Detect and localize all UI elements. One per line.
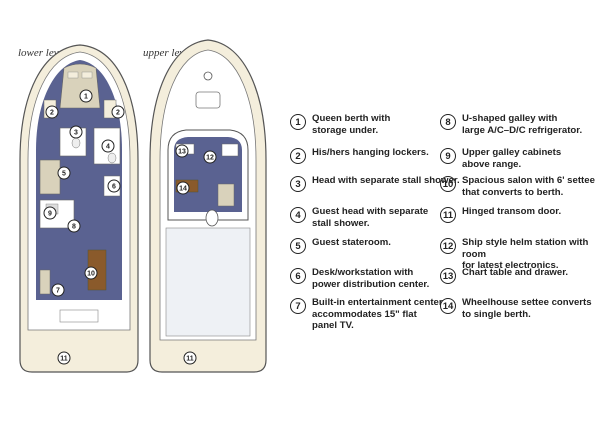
callout-circle bbox=[101, 139, 115, 153]
callout-circle bbox=[67, 219, 81, 233]
callout-circle bbox=[51, 283, 65, 297]
legend-text: His/hers hanging lockers. bbox=[312, 147, 429, 158]
callout-number: 7 bbox=[56, 288, 60, 295]
callout-number: 1 bbox=[84, 94, 88, 101]
legend-number: 10 bbox=[440, 176, 456, 192]
helm-station bbox=[221, 143, 239, 157]
legend-item: 13 Chart table and drawer. bbox=[440, 267, 568, 284]
callout-circle bbox=[107, 179, 121, 193]
callout-number: 2 bbox=[50, 110, 54, 117]
callout-circle bbox=[45, 105, 59, 119]
callout-circle bbox=[79, 89, 93, 103]
callout-circle bbox=[111, 105, 125, 119]
legend-text: Built-in entertainment center accommodat… bbox=[312, 297, 443, 331]
upper-level-plan bbox=[149, 39, 267, 373]
toilet-2 bbox=[107, 152, 117, 164]
legend-item: 1 Queen berth with storage under. bbox=[290, 113, 390, 136]
entertainment-center bbox=[39, 269, 51, 295]
callout-circle bbox=[57, 166, 71, 180]
legend-number: 7 bbox=[290, 298, 306, 314]
bow-hatch bbox=[195, 91, 221, 109]
legend-item: 7 Built-in entertainment center accommoda… bbox=[290, 297, 443, 332]
guest-berth bbox=[39, 159, 61, 195]
legend-number: 5 bbox=[290, 238, 306, 254]
callout-number: 9 bbox=[48, 211, 52, 218]
cockpit-table bbox=[59, 309, 99, 323]
legend-text: Wheelhouse settee converts to single ber… bbox=[462, 297, 592, 320]
legend-item: 2 His/hers hanging lockers. bbox=[290, 147, 429, 164]
legend-number: 1 bbox=[290, 114, 306, 130]
callout-number: 8 bbox=[72, 224, 76, 231]
callout-number: 12 bbox=[206, 155, 214, 162]
callout-circle bbox=[176, 181, 190, 195]
queen-berth bbox=[59, 63, 101, 109]
legend-item: 6 Desk/workstation with power distributio… bbox=[290, 267, 429, 290]
legend-text: Upper galley cabinets above range. bbox=[462, 147, 562, 170]
lower-floor bbox=[36, 60, 122, 300]
callout-circle bbox=[57, 351, 71, 365]
callout-circle bbox=[69, 125, 83, 139]
pillow-right bbox=[81, 71, 93, 79]
callout-number: 6 bbox=[112, 184, 116, 191]
legend-text: Chart table and drawer. bbox=[462, 267, 569, 278]
legend-item: 4 Guest head with separate stall shower. bbox=[290, 206, 428, 229]
callout-circle bbox=[84, 266, 98, 280]
legend-item: 9 Upper galley cabinets above range. bbox=[440, 147, 561, 170]
legend-text: Guest head with separate stall shower. bbox=[312, 206, 429, 229]
legend-text: Desk/workstation with power distribution… bbox=[312, 267, 430, 290]
callout-number: 14 bbox=[179, 186, 187, 193]
legend-item: 5 Guest stateroom. bbox=[290, 237, 391, 254]
windlass bbox=[203, 71, 213, 81]
helm-seat bbox=[217, 183, 235, 207]
legend-text: Queen berth with storage under. bbox=[312, 113, 391, 136]
legend-text: Guest stateroom. bbox=[312, 237, 391, 248]
callout-number: 13 bbox=[178, 149, 186, 156]
callout-number: 10 bbox=[87, 271, 95, 278]
legend-text: Hinged transom door. bbox=[462, 206, 562, 217]
callout-number: 3 bbox=[74, 130, 78, 137]
legend-number: 12 bbox=[440, 238, 456, 254]
legend-item: 8 U-shaped galley with large A/C–D/C refr… bbox=[440, 113, 582, 136]
legend-number: 4 bbox=[290, 207, 306, 223]
callout-circle bbox=[175, 144, 189, 158]
callout-circle bbox=[183, 351, 197, 365]
callout-number: 11 bbox=[60, 356, 68, 363]
legend-text: U-shaped galley with large A/C–D/C refri… bbox=[462, 113, 583, 136]
callout-number: 4 bbox=[106, 144, 110, 151]
callout-number: 11 bbox=[186, 356, 194, 363]
legend-item: 14 Wheelhouse settee converts to single b… bbox=[440, 297, 592, 320]
legend-number: 8 bbox=[440, 114, 456, 130]
callout-number: 2 bbox=[116, 110, 120, 117]
legend-item: 11 Hinged transom door. bbox=[440, 206, 561, 223]
pillow-left bbox=[67, 71, 79, 79]
legend-number: 3 bbox=[290, 176, 306, 192]
legend-number: 9 bbox=[440, 148, 456, 164]
aft-deck bbox=[165, 227, 251, 337]
callout-circle bbox=[43, 206, 57, 220]
legend-item: 3 Head with separate stall shower. bbox=[290, 175, 460, 192]
legend-text: Spacious salon with 6' settee that conve… bbox=[462, 175, 595, 198]
lower-level-plan bbox=[19, 44, 139, 373]
legend-item: 10 Spacious salon with 6' settee that con… bbox=[440, 175, 595, 198]
legend-text: Head with separate stall shower. bbox=[312, 175, 460, 186]
legend-number: 13 bbox=[440, 268, 456, 284]
legend-item: 12 Ship style helm station with room for … bbox=[440, 237, 600, 272]
legend-number: 14 bbox=[440, 298, 456, 314]
legend-number: 11 bbox=[440, 207, 456, 223]
toilet-1 bbox=[71, 137, 81, 149]
legend-text: Ship style helm station with room for la… bbox=[462, 237, 589, 271]
legend-number: 6 bbox=[290, 268, 306, 284]
callout-circle bbox=[203, 150, 217, 164]
helm-wheel bbox=[205, 209, 219, 227]
callout-number: 5 bbox=[62, 171, 66, 178]
legend-number: 2 bbox=[290, 148, 306, 164]
